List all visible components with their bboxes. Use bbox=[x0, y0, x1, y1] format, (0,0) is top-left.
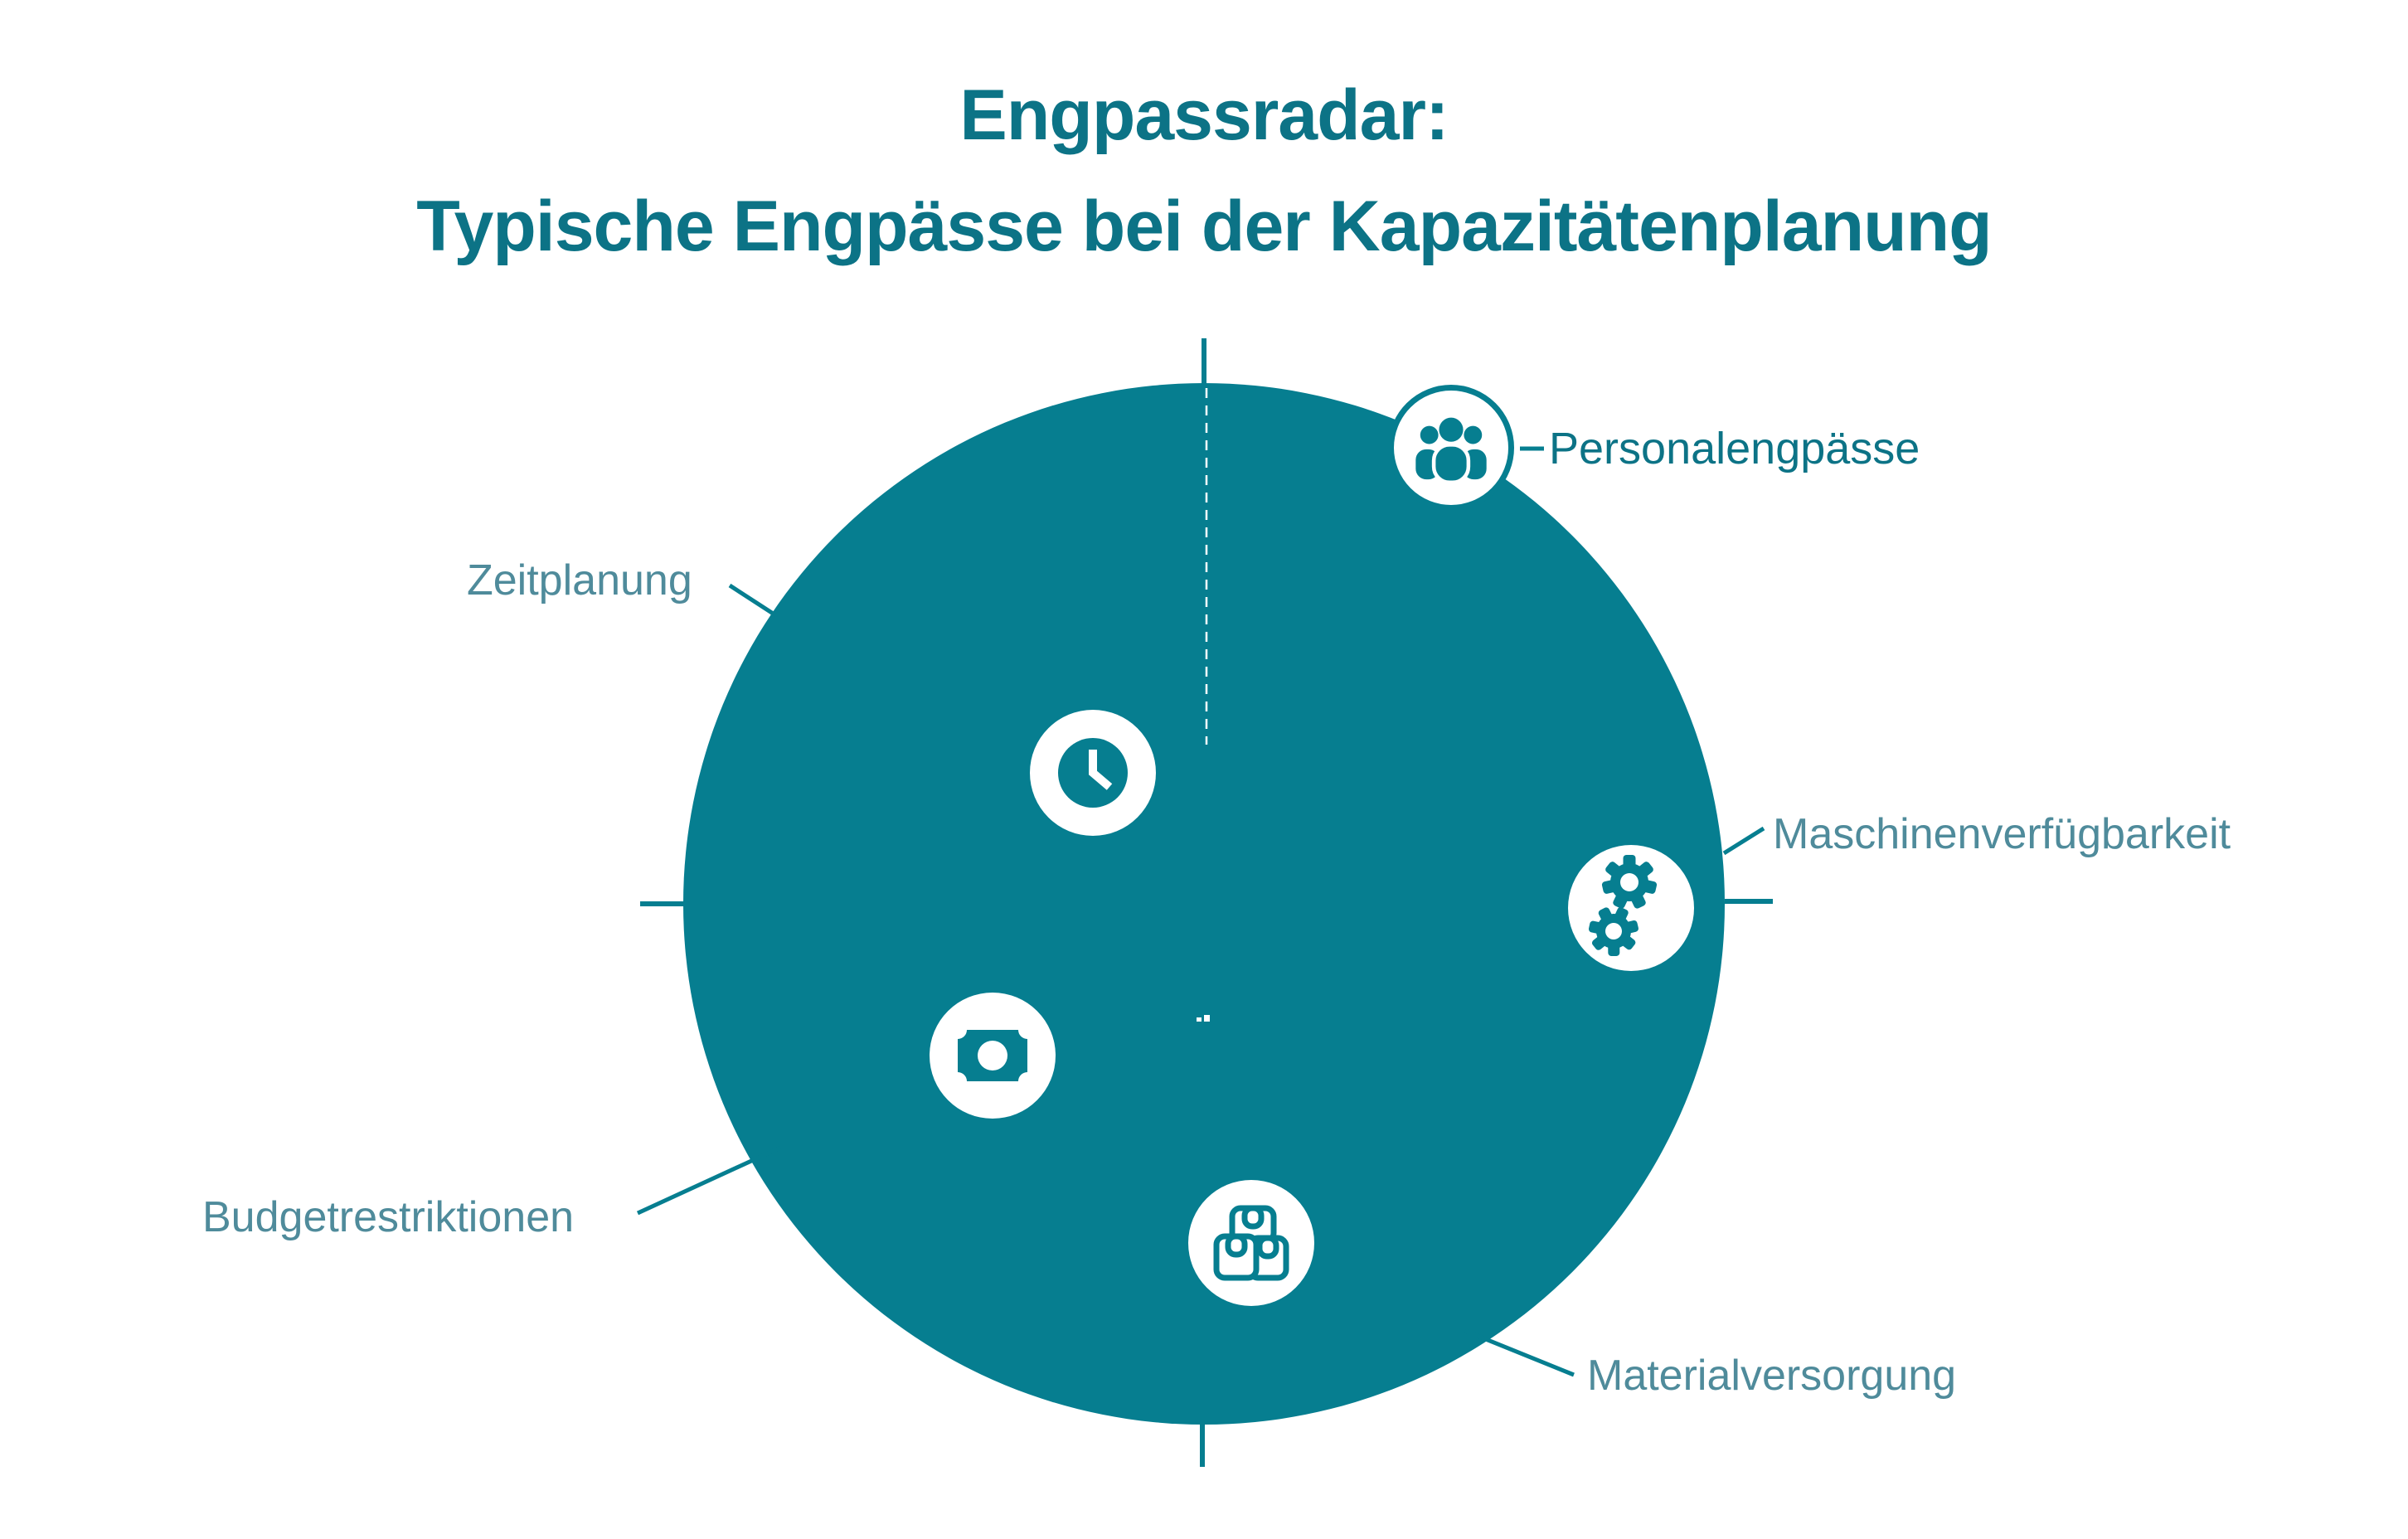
label-personalengpaesse: Personalengpässe bbox=[1549, 424, 1920, 473]
page-title-line1: Engpassradar: bbox=[959, 75, 1449, 155]
money-icon bbox=[930, 993, 1056, 1119]
label-zeitplanung: Zeitplanung bbox=[467, 556, 692, 604]
packages-icon bbox=[1188, 1180, 1314, 1306]
clock-icon bbox=[1030, 710, 1156, 836]
connector-zeitplanung bbox=[728, 583, 779, 619]
people-icon bbox=[1388, 385, 1514, 511]
connector-maschinen bbox=[1722, 826, 1765, 856]
gears-icon bbox=[1568, 845, 1694, 971]
page-title: Engpassradar: Typische Engpässe bei der … bbox=[0, 60, 2408, 282]
label-maschinenverfuegbarkeit: Maschinenverfügbarkeit bbox=[1773, 810, 2231, 858]
label-budgetrestriktionen: Budgetrestriktionen bbox=[202, 1193, 575, 1241]
label-materialversorgung: Materialversorgung bbox=[1587, 1352, 1957, 1400]
page-title-line2: Typische Engpässe bei der Kapazitätenpla… bbox=[416, 187, 1992, 266]
